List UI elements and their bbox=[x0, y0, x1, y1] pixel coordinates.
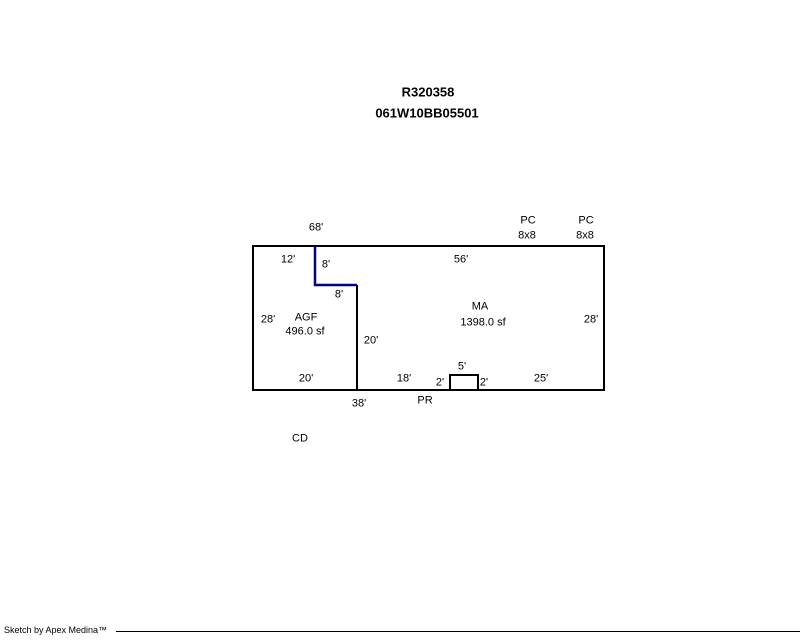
pc2-label: PC bbox=[578, 214, 594, 227]
ma-area-code: MA bbox=[471, 300, 489, 313]
record-id-title: R320358 bbox=[401, 84, 455, 100]
building-outline bbox=[252, 245, 605, 391]
dim-bottom-right: 25' bbox=[533, 372, 549, 385]
dim-agf-notch-vertical: 8' bbox=[321, 258, 331, 271]
dim-divider: 20' bbox=[363, 334, 379, 347]
dim-top-left: 12' bbox=[280, 253, 296, 266]
dim-porch-right: 2' bbox=[479, 376, 489, 389]
dim-right-side: 28' bbox=[583, 313, 599, 326]
dim-left-side: 28' bbox=[260, 313, 276, 326]
pc2-size: 8x8 bbox=[576, 229, 594, 242]
dim-porch-left: 2' bbox=[435, 376, 445, 389]
dim-porch-top: 5' bbox=[457, 360, 467, 373]
pc1-label: PC bbox=[520, 214, 536, 227]
footer-divider-line bbox=[116, 631, 800, 632]
agf-area-size: 496.0 sf bbox=[285, 325, 325, 338]
porch-code-label: PR bbox=[417, 394, 433, 407]
ma-area-size: 1398.0 sf bbox=[460, 316, 506, 329]
cd-code-label: CD bbox=[292, 432, 308, 445]
agf-notch-line bbox=[313, 246, 357, 287]
dim-top-total: 68' bbox=[308, 221, 324, 234]
dim-top-right: 56' bbox=[453, 253, 469, 266]
porch-notch-outline bbox=[449, 374, 479, 390]
parcel-id-title: 061W10BB05501 bbox=[375, 105, 479, 121]
dim-ma-bottom-left: 18' bbox=[396, 372, 412, 385]
dim-bottom-left-total: 38' bbox=[351, 397, 367, 410]
sketch-credit: Sketch by Apex Medina™ bbox=[4, 625, 108, 635]
agf-area-code: AGF bbox=[294, 311, 318, 324]
dim-agf-bottom: 20' bbox=[298, 372, 314, 385]
pc1-size: 8x8 bbox=[518, 229, 536, 242]
dim-agf-notch-horizontal: 8' bbox=[334, 288, 344, 301]
